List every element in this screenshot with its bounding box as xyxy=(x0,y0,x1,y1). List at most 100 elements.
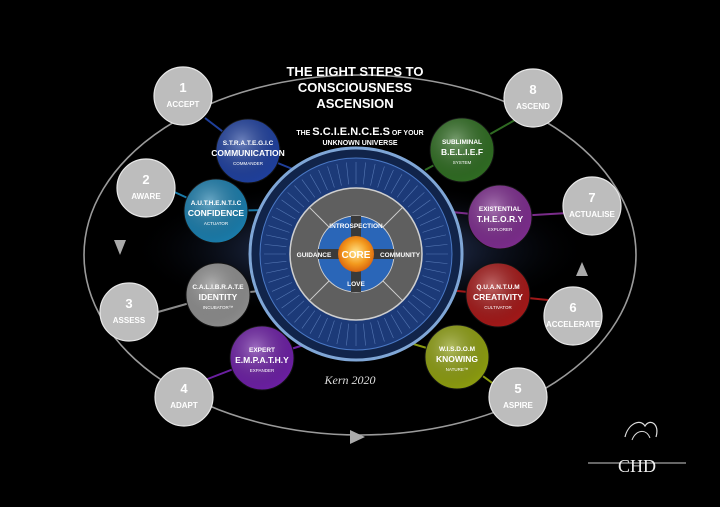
step-label: ADAPT xyxy=(170,401,198,410)
band-tick xyxy=(402,185,418,203)
bubble-sub-text: ACTUATOR xyxy=(204,221,229,226)
band-tick xyxy=(281,199,300,214)
band-tick xyxy=(268,225,290,233)
band-tick xyxy=(281,294,300,309)
sector-divider xyxy=(308,206,330,228)
band-tick xyxy=(294,185,310,203)
bubble-top-text: S.T.R.A.T.E.G.I.C xyxy=(223,140,274,147)
band-tick xyxy=(276,207,296,220)
bubble-main-text: B.E.L.I.E.F xyxy=(441,147,483,157)
band-tick xyxy=(419,282,441,292)
step-label: ASSESS xyxy=(113,316,146,325)
band-tick xyxy=(407,192,425,208)
band-tick xyxy=(294,305,310,323)
band-tick xyxy=(276,288,296,301)
bubble-sub-text: NATURE™ xyxy=(446,367,469,372)
bubble-sheen xyxy=(468,185,532,249)
bubble-sheen xyxy=(216,119,280,183)
step-label: ASPIRE xyxy=(503,401,533,410)
band-tick xyxy=(416,207,436,220)
step-number: 4 xyxy=(180,381,188,396)
sector-divider xyxy=(382,280,404,302)
inner-label-top: INTROSPECTION xyxy=(329,223,383,230)
band-tick xyxy=(301,179,316,198)
step-circle xyxy=(562,176,622,236)
band-tick xyxy=(268,275,290,283)
band-tick xyxy=(336,322,342,345)
band-tick xyxy=(264,244,287,247)
subtitle-brand: S.C.I.E.N.C.E.S xyxy=(312,126,390,138)
band-tick xyxy=(287,300,305,316)
bubble-sheen xyxy=(430,118,494,182)
band-tick xyxy=(425,244,448,247)
bubble-top-text: A.U.T.H.E.N.T.I.C xyxy=(191,200,242,207)
band-tick xyxy=(346,162,349,185)
step-number: 8 xyxy=(529,82,536,97)
bubble-sub-text: COMMANDER xyxy=(233,161,264,166)
step-number: 6 xyxy=(569,300,576,315)
bubble-main-text: E.M.P.A.T.H.Y xyxy=(235,355,289,365)
chd-logo: CHD xyxy=(588,421,686,476)
band-tick xyxy=(422,275,444,283)
step-circles: 1ACCEPT2AWARE3ASSESS4ADAPT5ASPIRE6ACCELE… xyxy=(99,66,622,427)
step-circle xyxy=(543,286,603,346)
band-tick xyxy=(396,310,411,329)
band-tick xyxy=(424,268,447,274)
band-tick xyxy=(402,305,418,323)
bubble-main-text: IDENTITY xyxy=(199,292,238,302)
title-line-2: CONSCIOUSNESS xyxy=(297,80,413,95)
bubble-sheen xyxy=(186,263,250,327)
subtitle-pre: THE xyxy=(296,130,313,137)
core-circle xyxy=(338,236,374,272)
step-circle xyxy=(503,68,563,128)
bubble-main-text: CONFIDENCE xyxy=(188,208,245,218)
signature: Kern 2020 xyxy=(324,373,376,387)
step-label: ACTUALISE xyxy=(569,210,615,219)
step-number: 5 xyxy=(514,381,521,396)
bubble-sheen xyxy=(184,179,248,243)
band-tick xyxy=(271,282,293,292)
bubble-top-text: SUBLIMINAL xyxy=(442,139,482,146)
band-tick xyxy=(287,192,305,208)
band-tick xyxy=(419,216,441,226)
step-number: 2 xyxy=(142,172,149,187)
band-tick xyxy=(346,323,349,346)
band-tick xyxy=(390,314,403,334)
band-tick xyxy=(370,322,376,345)
band-tick xyxy=(384,317,394,339)
step-number: 7 xyxy=(588,190,595,205)
band-tick xyxy=(370,163,376,186)
band-tick xyxy=(336,163,342,186)
science-bubbles: S.T.R.A.T.E.G.I.CCOMMUNICATIONCOMMANDERA… xyxy=(183,117,533,391)
step-number: 1 xyxy=(179,80,186,95)
band-tick xyxy=(309,174,322,194)
bubble-top-text: Q.U.A.N.T.U.M xyxy=(476,284,519,291)
core-label: CORE xyxy=(342,250,371,261)
subtitle: THE S.C.I.E.N.C.E.S OF YOUR UNKNOWN UNIV… xyxy=(260,127,460,149)
bubble-top-text: EXISTENTIAL xyxy=(479,206,521,213)
bubble-sub-text: SYSTEM xyxy=(453,160,472,165)
inner-label-bottom: LOVE xyxy=(347,281,365,288)
cycle-arrow-right xyxy=(350,430,365,444)
bubble-sub-text: CULTIVATOR xyxy=(484,305,512,310)
band-tick xyxy=(271,216,293,226)
step-label: ASCEND xyxy=(516,102,550,111)
sector-divider xyxy=(308,280,330,302)
band-tick xyxy=(424,234,447,240)
bubble-main-text: T.H.E.O.R.Y xyxy=(477,214,524,224)
bubble-sheen xyxy=(425,325,489,389)
bubble-sub-text: EXPANDER xyxy=(250,368,275,373)
